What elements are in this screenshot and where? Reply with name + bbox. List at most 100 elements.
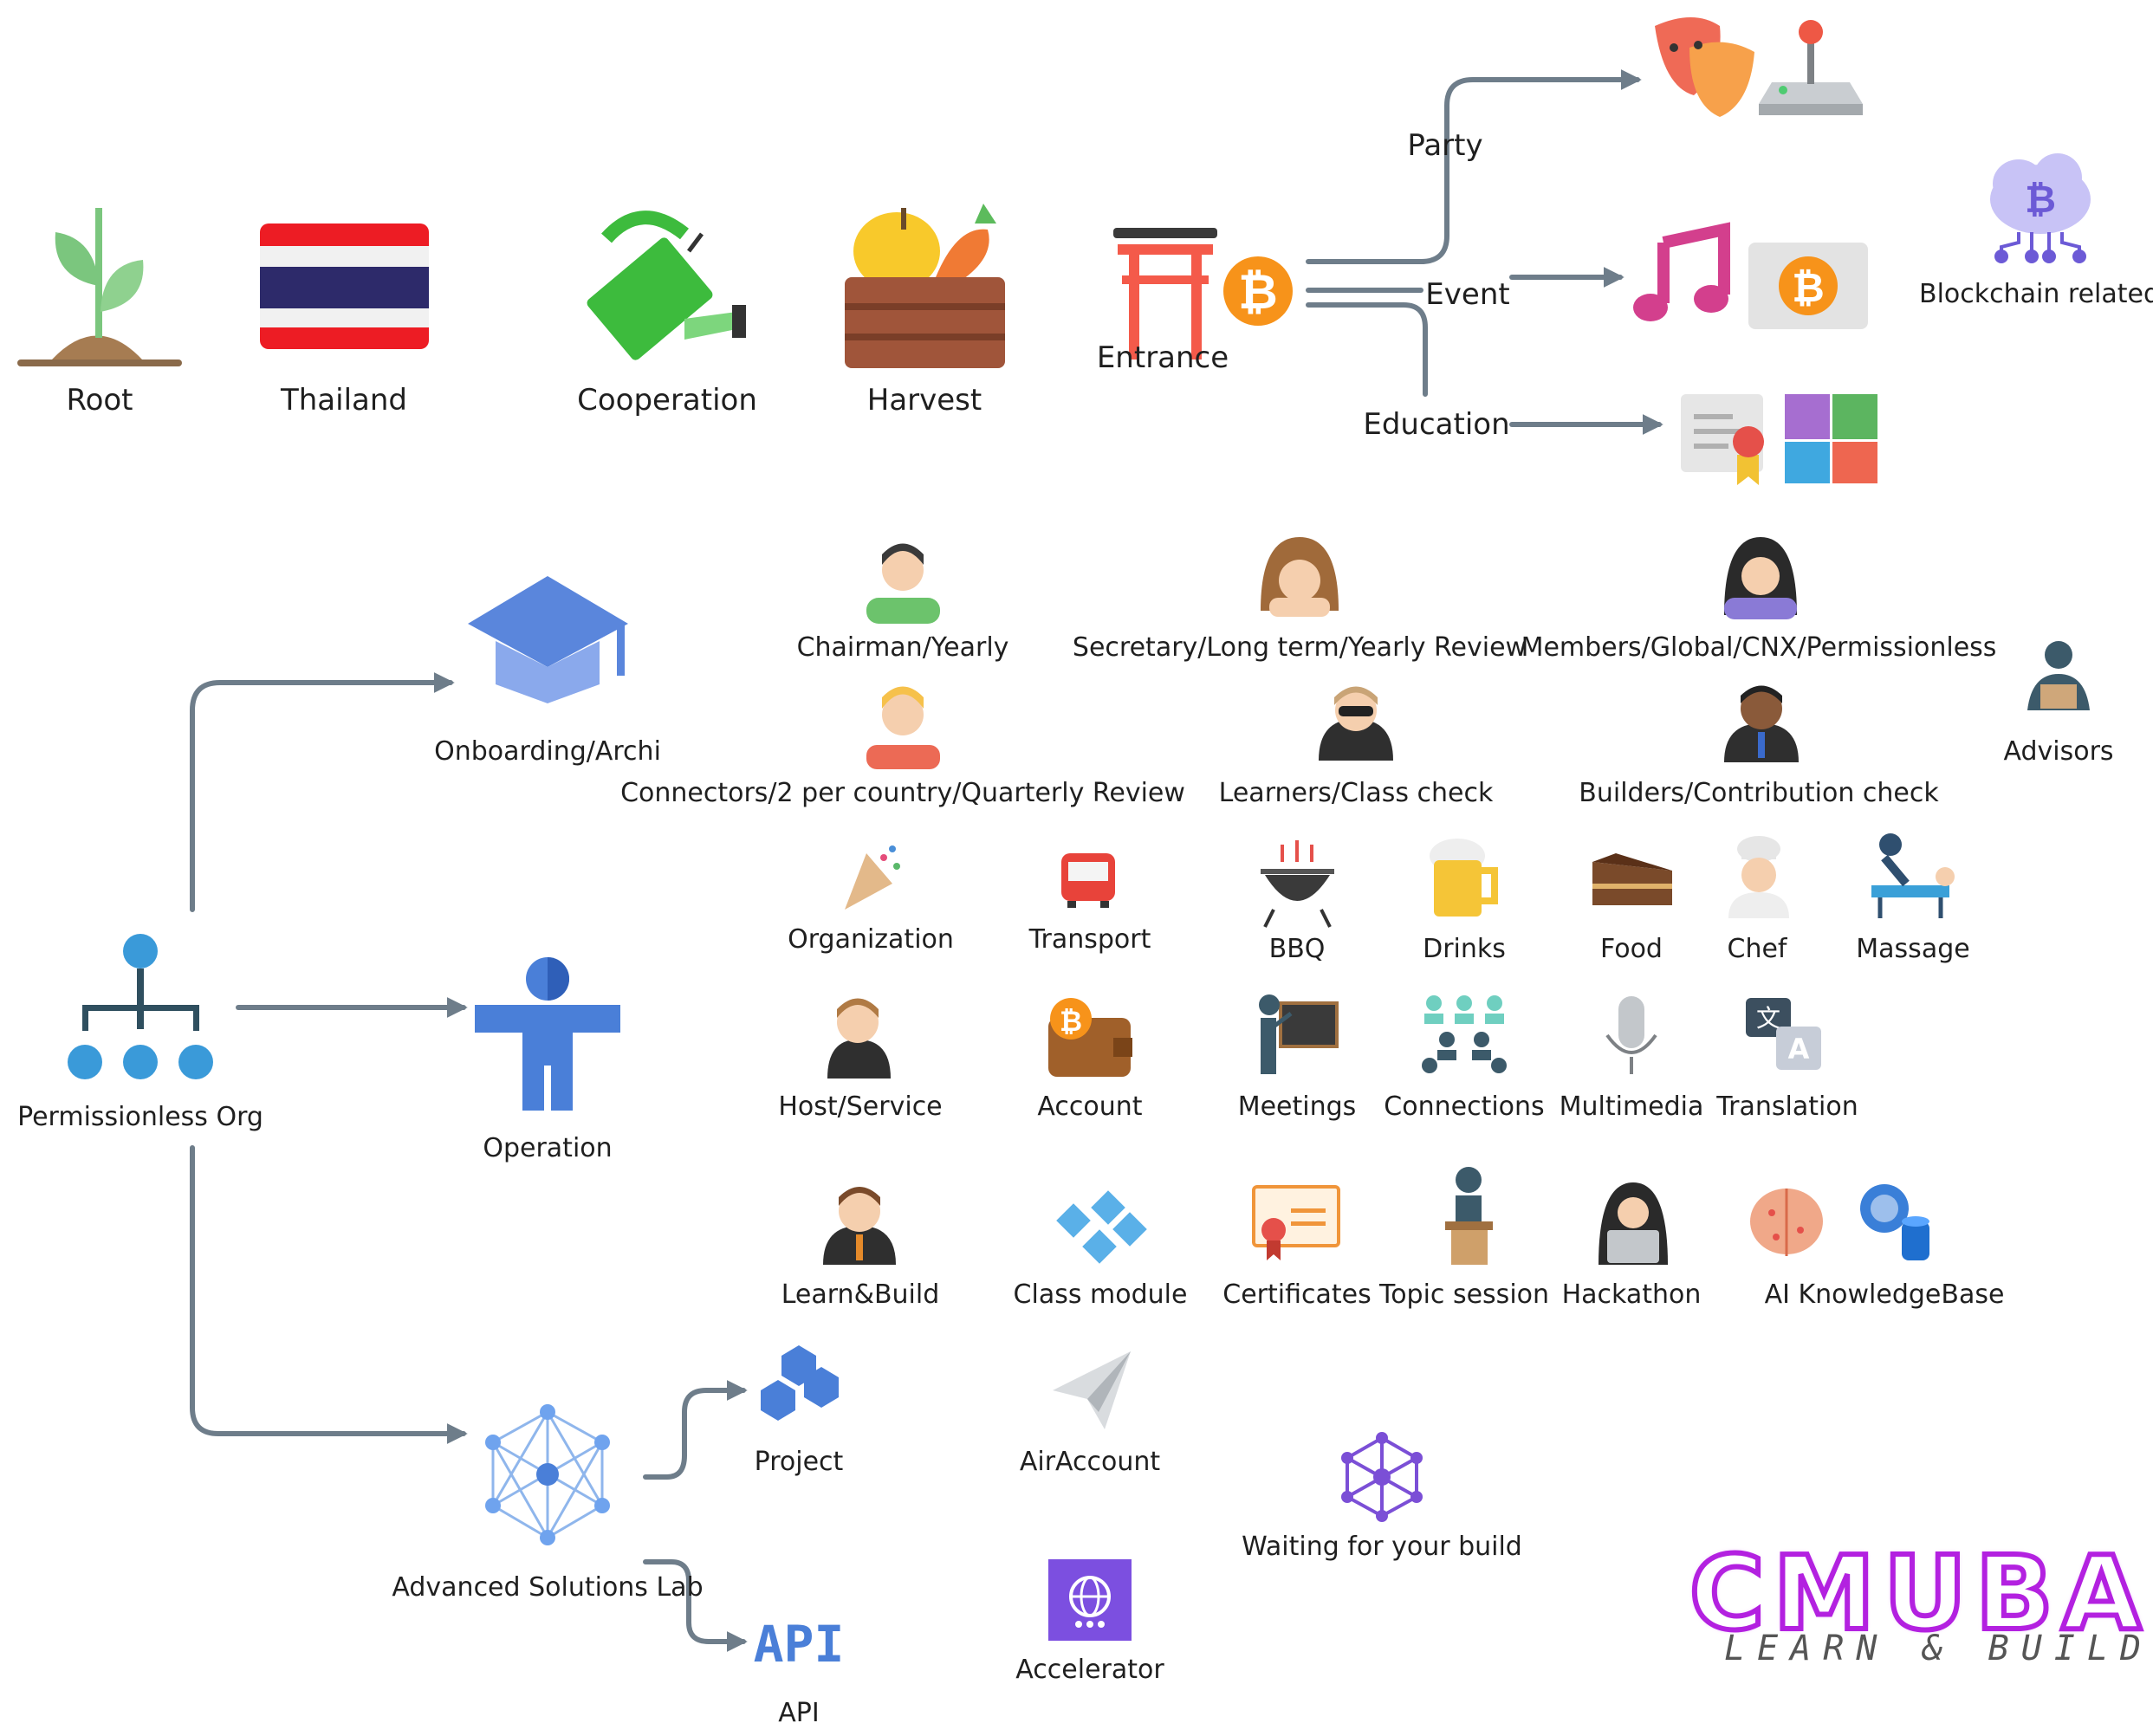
- knowledge-base-icon: [1860, 1184, 1929, 1260]
- label-chef: Chef: [1727, 934, 1787, 964]
- label-multimedia: Multimedia: [1559, 1091, 1704, 1122]
- label-certificates: Certificates: [1222, 1279, 1372, 1310]
- line-to-education: [1306, 302, 1428, 397]
- operation-person-icon: [475, 957, 620, 1111]
- label-entrance: Entrance: [1096, 340, 1229, 375]
- connector-lines: [190, 69, 1663, 1652]
- svg-text:₿: ₿: [2025, 178, 2056, 222]
- certificate-doc-icon: [1681, 394, 1764, 485]
- label-learners: Learners/Class check: [1218, 778, 1494, 808]
- label-connections: Connections: [1384, 1091, 1545, 1122]
- learner-avatar-icon: [1319, 686, 1393, 761]
- line-to-api: [643, 1559, 748, 1652]
- massage-icon: [1871, 833, 1955, 918]
- label-root: Root: [66, 383, 133, 418]
- presentation-board-icon: [1259, 994, 1339, 1074]
- thailand-flag-icon: [260, 223, 429, 349]
- graduation-cap-icon: [468, 576, 628, 703]
- label-ai-knowledgebase: AI KnowledgeBase: [1764, 1279, 2005, 1310]
- connections-people-icon: [1422, 995, 1507, 1073]
- joystick-icon: [1759, 20, 1863, 115]
- svg-text:₿: ₿: [1060, 1005, 1082, 1038]
- connector-avatar-icon: [866, 686, 940, 769]
- hacker-hood-icon: [1599, 1182, 1668, 1265]
- label-bbq: BBQ: [1268, 934, 1326, 964]
- chairman-avatar-icon: [866, 543, 940, 624]
- label-advanced-lab: Advanced Solutions Lab: [392, 1572, 704, 1603]
- label-host: Host/Service: [778, 1091, 943, 1122]
- line-to-project: [643, 1380, 748, 1480]
- builder-avatar-icon: [1724, 685, 1799, 762]
- secretary-avatar-icon: [1261, 537, 1339, 617]
- label-blockchain: Blockchain related: [1918, 279, 2153, 309]
- certificate-icon: [1252, 1185, 1340, 1260]
- label-party: Party: [1407, 128, 1483, 163]
- label-organization: Organization: [788, 924, 954, 955]
- translation-icon: 文 A: [1746, 998, 1821, 1070]
- bitcoin-icon: ₿: [1223, 256, 1293, 326]
- label-education: Education: [1363, 407, 1510, 442]
- watering-can-icon: [587, 211, 746, 360]
- label-waiting-build: Waiting for your build: [1242, 1532, 1522, 1562]
- label-permissionless-org: Permissionless Org: [17, 1102, 263, 1132]
- paper-plane-icon: [1053, 1351, 1131, 1429]
- microphone-icon: [1605, 996, 1657, 1074]
- blockchain-cloud-icon: ₿: [1990, 153, 2091, 263]
- advisor-reading-icon: [2027, 641, 2090, 710]
- cmuba-tagline: LEARN & BUILD: [1724, 1629, 2153, 1668]
- label-event: Event: [1425, 277, 1510, 312]
- label-members: Members/Global/CNX/Permissionless: [1521, 632, 1997, 663]
- label-hackathon: Hackathon: [1561, 1279, 1702, 1310]
- chef-icon: [1728, 836, 1789, 918]
- theater-masks-icon: [1655, 17, 1754, 117]
- member-avatar-icon: [1724, 537, 1797, 619]
- svg-text:₿: ₿: [1238, 264, 1278, 321]
- label-thailand: Thailand: [280, 383, 408, 418]
- bitcoin-card-icon: ₿: [1748, 243, 1868, 329]
- puzzle-icon: [1785, 394, 1877, 483]
- label-onboarding: Onboarding/Archi: [434, 736, 661, 767]
- svg-text:₿: ₿: [1792, 264, 1825, 311]
- line-to-party: [1306, 69, 1642, 264]
- cubes-icon: [1056, 1190, 1147, 1264]
- harvest-crate-icon: [845, 204, 1005, 368]
- label-secretary: Secretary/Long term/Yearly Review: [1072, 632, 1527, 663]
- brain-ai-icon: [1750, 1189, 1823, 1256]
- plant-icon: [17, 208, 182, 366]
- label-harvest: Harvest: [866, 383, 982, 418]
- beer-mug-icon: [1430, 839, 1498, 917]
- svg-text:文: 文: [1756, 1004, 1780, 1033]
- bus-icon: [1061, 853, 1115, 908]
- label-cooperation: Cooperation: [577, 383, 757, 418]
- music-note-icon: [1633, 222, 1730, 321]
- accelerator-globe-icon: [1048, 1559, 1132, 1641]
- label-advisors: Advisors: [2003, 736, 2114, 767]
- label-translation: Translation: [1716, 1091, 1858, 1122]
- torii-gate-icon: [1113, 228, 1217, 360]
- label-accelerator: Accelerator: [1015, 1655, 1164, 1685]
- label-api: API: [778, 1698, 820, 1728]
- label-chairman: Chairman/Yearly: [796, 632, 1009, 663]
- label-class-module: Class module: [1013, 1279, 1188, 1310]
- network-nodes: [485, 1404, 610, 1545]
- host-avatar-icon: [827, 998, 891, 1079]
- label-transport: Transport: [1028, 924, 1151, 955]
- label-drinks: Drinks: [1423, 934, 1506, 964]
- label-topic-session: Topic session: [1378, 1279, 1550, 1310]
- podium-speaker-icon: [1445, 1167, 1493, 1265]
- cake-slice-icon: [1592, 853, 1672, 905]
- cmuba-logo: CMUBA: [1687, 1531, 2150, 1655]
- label-connectors: Connectors/2 per country/Quarterly Revie…: [620, 778, 1185, 808]
- label-airaccount: AirAccount: [1019, 1447, 1161, 1477]
- svg-text:A: A: [1788, 1033, 1810, 1066]
- label-food: Food: [1600, 934, 1663, 964]
- label-learn-build: Learn&Build: [781, 1279, 940, 1310]
- label-account: Account: [1037, 1091, 1143, 1122]
- label-operation: Operation: [483, 1133, 613, 1163]
- hexagon-cluster-icon: [761, 1345, 839, 1421]
- api-icon-text: API: [754, 1615, 845, 1674]
- org-chart-icon: [68, 934, 213, 1079]
- label-builders: Builders/Contribution check: [1579, 778, 1939, 808]
- wallet-icon: ₿: [1048, 998, 1132, 1077]
